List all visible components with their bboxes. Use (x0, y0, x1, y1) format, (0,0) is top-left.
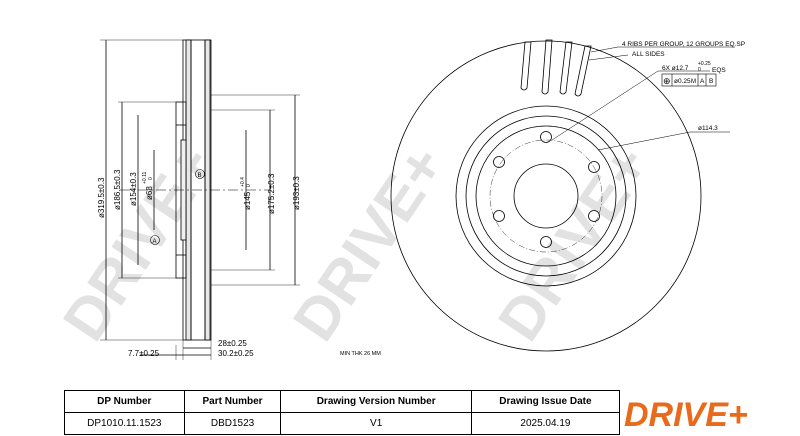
bolt-hole (493, 156, 505, 168)
dim-w2: 28±0.25 (218, 339, 247, 348)
title-block: DP Number Part Number Drawing Version Nu… (64, 390, 800, 436)
dim-d5: ø145 (243, 191, 252, 210)
bolt-hole (588, 210, 600, 222)
holes-callout: 6X ø12.7 (662, 65, 689, 72)
friction-inner-edge (455, 105, 637, 287)
dim-d5-tol2: 0 (246, 184, 252, 187)
title-block-table: DP Number Part Number Drawing Version Nu… (64, 390, 621, 435)
watermark-right: DRIVE+ (280, 134, 458, 353)
position-datum-b: B (709, 78, 713, 85)
dim-d6: ø175.2±0.3 (267, 173, 276, 214)
title-block-value-row: DP1010.11.1523 DBD1523 V1 2025.04.19 (64, 412, 621, 435)
logo-graphic: DRIVE+ (624, 396, 748, 434)
holes-tol2: 0 (698, 67, 701, 73)
value-part-number: DBD1523 (183, 412, 282, 435)
dim-d5-tol: +0.4 (240, 177, 246, 187)
bolt-hole (540, 131, 552, 143)
position-symbol: ⊕ (663, 76, 671, 86)
watermark-far-right: DRIVE+ (485, 134, 663, 353)
header-version: Drawing Version Number (280, 390, 472, 413)
ribs-note: 4 RIBS PER GROUP, 12 GROUPS EQ.SP (622, 41, 745, 48)
header-issue-date: Drawing Issue Date (470, 390, 621, 413)
value-version: V1 (280, 412, 472, 435)
position-value: ø0.25 (674, 78, 691, 85)
value-issue-date: 2025.04.19 (470, 412, 621, 435)
bolt-hole (540, 236, 552, 248)
dim-d1: ø319.5±0.3 (97, 177, 106, 218)
drive-logo: DRIVE+ (620, 392, 796, 434)
technical-drawing: DRIVE+ DRIVE+ DRIVE+ (50, 39, 745, 360)
dim-d3: ø154±0.3 (129, 172, 138, 206)
dim-d4-tol2: 0 (148, 177, 154, 180)
position-datum-a: A (700, 78, 705, 85)
datum-b: B (198, 173, 202, 179)
section-view (100, 39, 300, 360)
dim-d4-tol: +0.11 (142, 172, 148, 184)
min-thickness: MIN THK 26 MM (340, 351, 381, 357)
pcd-circle (489, 139, 603, 253)
datum-a: A (153, 239, 157, 245)
value-dp-number: DP1010.11.1523 (64, 412, 185, 435)
center-bore (513, 163, 579, 229)
header-part-number: Part Number (183, 390, 282, 413)
front-view (390, 39, 735, 352)
sides-note: ALL SIDES (632, 51, 665, 58)
bolt-hole (493, 210, 505, 222)
dim-w3: 30.2±0.25 (218, 349, 254, 358)
position-mod: M (691, 79, 696, 85)
header-dp-number: DP Number (64, 390, 185, 413)
pcd-label: ø114.3 (698, 125, 718, 132)
dim-w1: 7.7±0.25 (128, 349, 160, 358)
holes-tol: +0.25 (698, 61, 711, 67)
watermark-left: DRIVE+ (50, 134, 228, 353)
section-labels: ø319.5±0.3 ø186.5±0.3 ø154±0.3 ø68 +0.11… (97, 169, 301, 358)
cooling-ribs (520, 39, 592, 97)
dim-d4: ø68 (145, 186, 154, 200)
logo-text: DRIVE+ (624, 396, 748, 434)
front-labels: 4 RIBS PER GROUP, 12 GROUPS EQ.SP ALL SI… (340, 41, 745, 357)
bolt-hole (588, 161, 600, 173)
dim-d2: ø186.5±0.3 (113, 169, 122, 210)
dim-d7: ø193±0.3 (292, 176, 301, 210)
eqs-note: EQS (712, 67, 726, 74)
watermark-group: DRIVE+ DRIVE+ DRIVE+ (50, 134, 663, 353)
title-block-header-row: DP Number Part Number Drawing Version Nu… (64, 390, 621, 413)
